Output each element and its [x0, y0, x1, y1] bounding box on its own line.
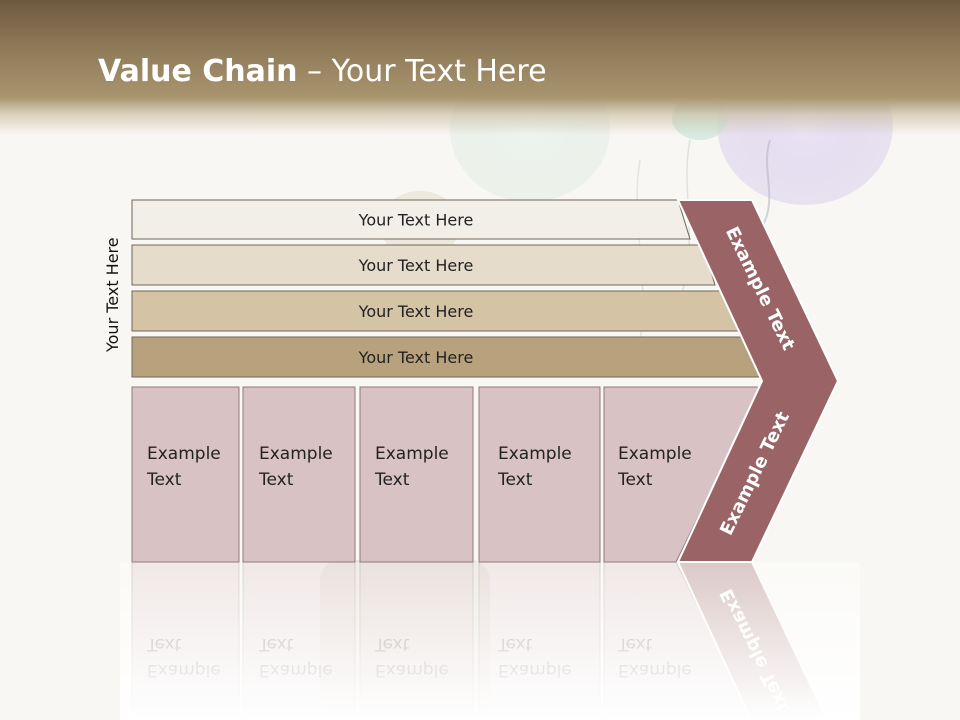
title-bar: Value Chain – Your Text Here — [0, 0, 960, 135]
column-box-3 — [359, 386, 474, 563]
column-box-2 — [242, 386, 356, 563]
column-label-5-line2: Text — [617, 470, 653, 490]
row-label-4: Your Text Here — [358, 348, 474, 367]
row-band-2 — [131, 244, 716, 286]
column-label-1-line2: Text — [146, 470, 182, 490]
column-label-2-line2: Text — [258, 470, 294, 490]
page-title: Value Chain – Your Text Here — [98, 54, 547, 89]
balloon-string — [759, 139, 771, 231]
row-label-3: Your Text Here — [358, 302, 474, 321]
row-label-2: Your Text Here — [358, 256, 474, 275]
title-rest: – Your Text Here — [297, 54, 547, 89]
title-bold: Value Chain — [98, 54, 298, 89]
row-band-1 — [131, 199, 691, 240]
column-box-5 — [603, 386, 763, 563]
column-label-3-line1: Example — [375, 444, 449, 464]
reflection-fade — [120, 562, 860, 720]
row-label-1: Your Text Here — [358, 211, 474, 230]
column-label-1-line1: Example — [147, 444, 221, 464]
column-box-4 — [478, 386, 601, 563]
chevron-arrow — [676, 199, 840, 563]
column-label-3-line2: Text — [374, 470, 410, 490]
column-label-4-line2: Text — [497, 470, 533, 490]
column-label-2-line1: Example — [259, 444, 333, 464]
column-label-4-line1: Example — [498, 444, 572, 464]
column-box-1 — [131, 386, 240, 563]
column-label-5-line1: Example — [618, 444, 692, 464]
